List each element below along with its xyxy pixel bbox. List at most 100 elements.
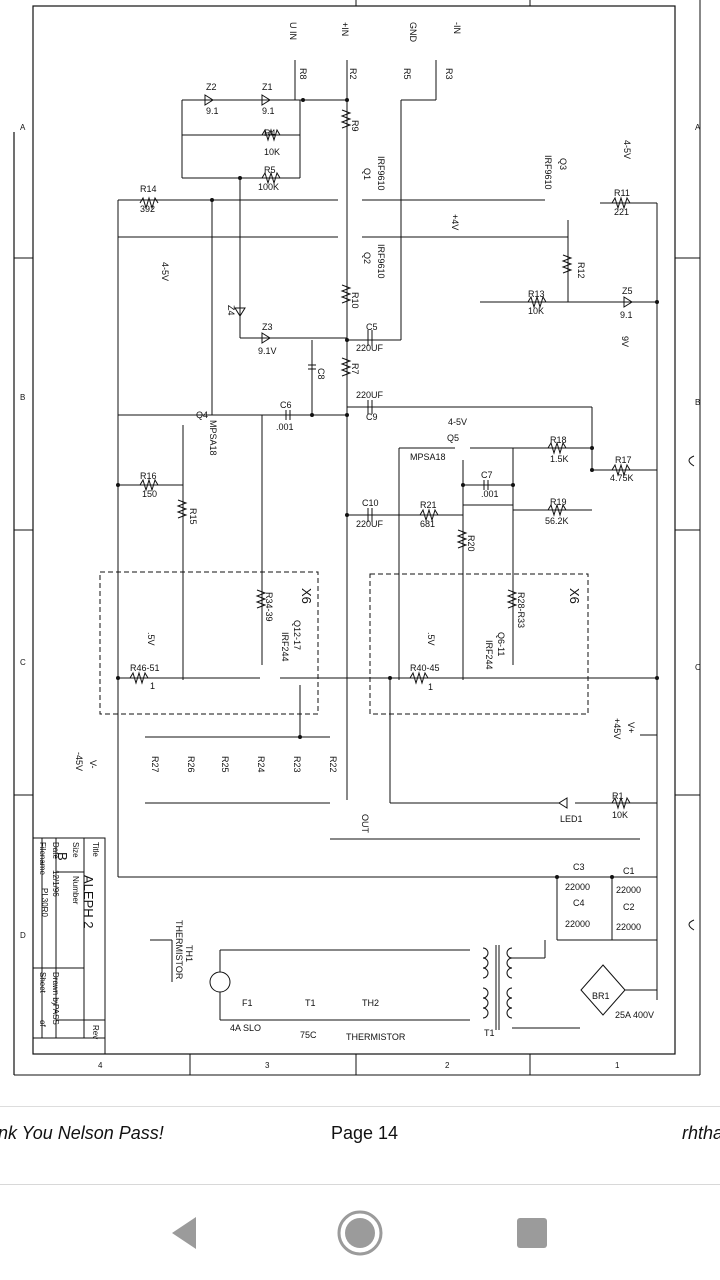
system-navigation-bar bbox=[0, 1185, 720, 1280]
part-label: Z4 bbox=[226, 305, 236, 316]
part-label: R7 bbox=[350, 363, 360, 375]
part-label: R17 bbox=[615, 455, 632, 465]
part-value: .001 bbox=[481, 489, 499, 499]
filename-value: PL30R0 bbox=[40, 888, 49, 917]
zone-label: B bbox=[695, 398, 700, 407]
zone-label: B bbox=[20, 393, 25, 402]
note-label: 4-5V bbox=[448, 417, 467, 427]
rail-label: -45V bbox=[74, 752, 84, 771]
part-value: 100K bbox=[258, 182, 279, 192]
back-button[interactable] bbox=[160, 1207, 212, 1259]
part-label: R13 bbox=[528, 289, 545, 299]
zone-label: 3 bbox=[265, 1061, 270, 1070]
part-value: 9.1 bbox=[206, 106, 219, 116]
part-label: R16 bbox=[140, 471, 157, 481]
part-label: Q2 bbox=[362, 252, 372, 264]
date-label: Date bbox=[51, 842, 60, 859]
recents-button[interactable] bbox=[506, 1207, 558, 1259]
part-label: T1 bbox=[484, 1028, 495, 1038]
part-label: R11 bbox=[614, 188, 630, 198]
part-value: 75C bbox=[300, 1030, 317, 1040]
note-label: .5V bbox=[146, 632, 156, 646]
title-label: Title bbox=[91, 842, 100, 857]
recents-icon bbox=[517, 1218, 547, 1248]
part-label: R18 bbox=[550, 435, 567, 445]
schematic-title: ALEPH 2 bbox=[81, 875, 96, 928]
part-type: THERMISTOR bbox=[346, 1032, 406, 1042]
date-value: 12/1/96 bbox=[51, 870, 60, 897]
note-label: 4-5V bbox=[160, 262, 170, 281]
part-label: R2 bbox=[348, 68, 358, 80]
part-value: 22000 bbox=[565, 882, 590, 892]
input-label: U IN bbox=[288, 22, 298, 40]
part-label: R19 bbox=[550, 497, 567, 507]
part-value: 4A SLO bbox=[230, 1023, 261, 1033]
note-label: 9V bbox=[620, 336, 630, 347]
part-label: R40-45 bbox=[410, 663, 440, 673]
of-label: of bbox=[38, 1020, 47, 1027]
page-number: Page 14 bbox=[331, 1123, 399, 1143]
part-label: R25 bbox=[220, 756, 230, 773]
part-value: 22000 bbox=[565, 919, 590, 929]
part-label: R21 bbox=[420, 500, 437, 510]
rail-label: +4V bbox=[450, 214, 460, 230]
part-label: R23 bbox=[292, 756, 302, 773]
divider bbox=[0, 1184, 720, 1185]
part-label: R20 bbox=[466, 535, 476, 552]
part-label: C7 bbox=[481, 470, 493, 480]
part-value: 9.1V bbox=[258, 346, 277, 356]
part-value: 25A 400V bbox=[615, 1010, 654, 1020]
part-value: 4.75K bbox=[610, 473, 634, 483]
part-label: R15 bbox=[188, 508, 198, 525]
rail-label: OUT bbox=[360, 814, 370, 834]
part-label: R3 bbox=[444, 68, 454, 80]
part-value: 9.1 bbox=[262, 106, 275, 116]
zone-label: 2 bbox=[445, 1061, 450, 1070]
part-value: 22000 bbox=[616, 922, 641, 932]
part-label: Q1 bbox=[362, 168, 372, 180]
zone-label: 1 bbox=[615, 1061, 620, 1070]
part-label: BR1 bbox=[592, 991, 610, 1001]
size-label: Size bbox=[71, 842, 80, 858]
part-label: R1 bbox=[612, 791, 624, 801]
part-type: MPSA18 bbox=[410, 452, 446, 462]
home-icon bbox=[337, 1210, 383, 1256]
rail-label: V- bbox=[88, 760, 98, 769]
part-label: R26 bbox=[186, 756, 196, 773]
part-label: R9 bbox=[350, 120, 360, 132]
part-label: R22 bbox=[328, 756, 338, 773]
part-label: R24 bbox=[256, 756, 266, 773]
input-label: +IN bbox=[340, 22, 350, 36]
zone-label: A bbox=[20, 123, 26, 132]
part-label: C2 bbox=[623, 902, 635, 912]
part-label: Q3 bbox=[558, 158, 568, 170]
rev-label: Rev bbox=[91, 1025, 100, 1039]
part-label: C1 bbox=[623, 866, 635, 876]
part-label: R5 bbox=[402, 68, 412, 80]
home-button[interactable] bbox=[334, 1207, 386, 1259]
part-label: C3 bbox=[573, 862, 585, 872]
part-label: C8 bbox=[316, 368, 326, 380]
part-type: IRF244 bbox=[484, 640, 494, 670]
part-label: Z2 bbox=[206, 82, 217, 92]
zone-label: 4 bbox=[98, 1061, 103, 1070]
part-label: Q12-17 bbox=[292, 620, 302, 650]
part-label: Z1 bbox=[262, 82, 273, 92]
part-value: 1 bbox=[150, 681, 155, 691]
size-value: B bbox=[55, 852, 70, 861]
part-label: Z5 bbox=[622, 286, 633, 296]
part-label: R46-51 bbox=[130, 663, 160, 673]
part-label: F1 bbox=[242, 998, 253, 1008]
part-label: R12 bbox=[576, 262, 586, 279]
part-label: R28-R33 bbox=[516, 592, 526, 628]
part-label: C4 bbox=[573, 898, 585, 908]
part-value: 9.1 bbox=[620, 310, 633, 320]
part-type: THERMISTOR bbox=[174, 920, 184, 980]
part-label: TH1 bbox=[184, 945, 194, 962]
part-type: IRF9610 bbox=[376, 244, 386, 279]
part-type: IRF9610 bbox=[376, 156, 386, 191]
part-value: 221 bbox=[614, 207, 629, 217]
part-value: .001 bbox=[276, 422, 294, 432]
part-label: Q5 bbox=[447, 433, 459, 443]
part-value: 150 bbox=[142, 489, 157, 499]
